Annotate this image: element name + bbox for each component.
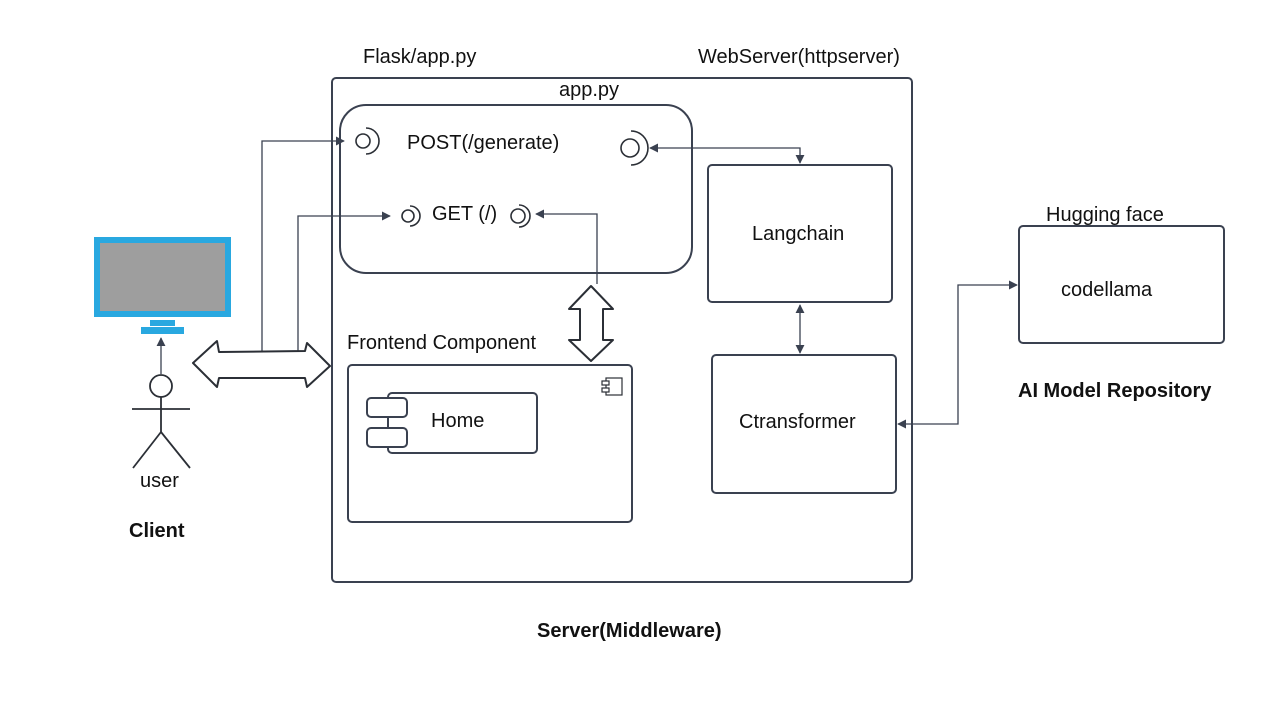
post-to-langchain-connector xyxy=(649,143,805,164)
app-frontend-double-arrow xyxy=(568,285,614,362)
codellama-box xyxy=(1018,225,1225,344)
codellama-label: codellama xyxy=(1061,279,1153,301)
home-component xyxy=(366,392,538,454)
frontend-to-get-connector xyxy=(535,209,598,284)
client-to-get-connector xyxy=(297,211,391,352)
langchain-box xyxy=(707,164,893,303)
app-py-container xyxy=(339,104,693,274)
webserver-label: WebServer(httpserver) xyxy=(698,46,900,68)
get-left-interface-icon xyxy=(401,205,421,227)
post-left-interface-icon xyxy=(355,127,380,155)
ctransformer-box xyxy=(711,354,897,494)
uml-component-icon xyxy=(601,377,623,396)
server-middleware-label: Server(Middleware) xyxy=(537,620,722,642)
get-endpoint-label: GET (/) xyxy=(432,203,497,225)
ai-model-repository-label: AI Model Repository xyxy=(1018,380,1212,402)
user-label: user xyxy=(140,470,179,492)
client-to-post-connector xyxy=(261,136,345,352)
post-right-interface-icon xyxy=(620,130,649,166)
home-label: Home xyxy=(431,410,484,432)
post-endpoint-label: POST(/generate) xyxy=(407,132,559,154)
client-label: Client xyxy=(129,520,185,542)
flask-app-label: Flask/app.py xyxy=(363,46,476,68)
hugging-face-label: Hugging face xyxy=(1046,204,1164,226)
stick-figure-actor-icon xyxy=(132,374,191,469)
desktop-monitor-icon xyxy=(94,237,231,334)
get-right-interface-icon xyxy=(510,204,531,228)
client-server-double-arrow xyxy=(192,340,331,388)
langchain-label: Langchain xyxy=(752,223,844,245)
app-py-label: app.py xyxy=(559,79,619,101)
ctransformer-codellama-connector xyxy=(897,280,1018,429)
frontend-component-label: Frontend Component xyxy=(347,332,536,354)
ctransformer-label: Ctransformer xyxy=(739,411,856,433)
